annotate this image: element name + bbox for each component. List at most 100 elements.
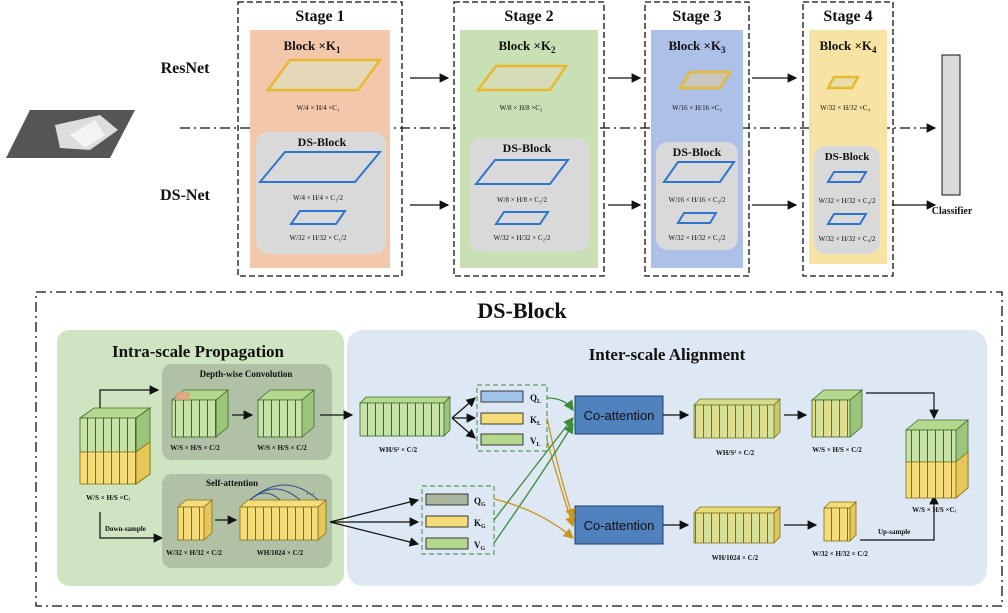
- arrow-ql-to-coattn1: [546, 397, 574, 412]
- stage-2-resnet-feature: [475, 64, 569, 92]
- sa-dim-2: WH/1024 × C/2: [257, 549, 304, 557]
- arrow-vg-to-coattn1: [493, 422, 574, 544]
- stage-1-ds-dim-2: W/32 × H/32 × C₁/2: [289, 234, 347, 242]
- arrow-local-to-ql: [451, 397, 476, 419]
- local-tokens-dim: WH/S² × C/2: [379, 446, 418, 454]
- arrow-cube2-to-final: [860, 494, 939, 541]
- coattn-box-1: [574, 395, 664, 435]
- arrow-input-to-dw: [99, 385, 160, 408]
- dw-cube-2: [256, 389, 316, 438]
- sa-dim-1: W/32 × H/32 × C/2: [166, 549, 222, 557]
- stage-2-ds-dim-2: W/32 × H/32 × C₂/2: [493, 234, 551, 242]
- stage-2-block: Block ×K2: [498, 38, 556, 55]
- arrow-local-to-vl: [451, 417, 476, 439]
- stage-3-title: Stage 3: [672, 8, 721, 25]
- stage-2-ds-feature-1: [473, 159, 570, 185]
- stage-2: Stage 2 Block ×K2 W/8 × H/8 ×C₂ DS-Block…: [453, 1, 605, 277]
- kl-label: KL: [530, 415, 541, 427]
- dw-dim-2: W/S × H/S × C/2: [257, 444, 307, 452]
- stage-4-title: Stage 4: [823, 8, 872, 25]
- stage-4-ds-dim-1: W/32 × H/32 × C₄/2: [818, 197, 876, 205]
- output-cube-2: [823, 501, 857, 542]
- intra-title: Intra-scale Propagation: [112, 342, 285, 361]
- final-cube-dim: W/S × H/S ×Cᵢ: [912, 506, 956, 514]
- arrow-kl-to-coattn2: [546, 417, 576, 520]
- stage-3-dsblock-label: DS-Block: [673, 145, 722, 159]
- ql-token: [480, 390, 524, 403]
- stage-2-ds-feature-2: [494, 211, 550, 225]
- stage-1-title: Stage 1: [295, 8, 344, 25]
- output-cube-2-dim: W/32 × H/32 × C/2: [812, 550, 868, 558]
- classifier-label: Classifier: [932, 206, 973, 217]
- vl-token: [480, 433, 524, 446]
- stage-4-ds-feature-2: [826, 213, 868, 225]
- input-image: [6, 110, 135, 158]
- dw-dim-1: W/S × H/S × C/2: [170, 444, 220, 452]
- kg-token: [425, 515, 469, 528]
- upsample-label: Up-sample: [878, 528, 910, 536]
- stage-4-ds-feature-1: [826, 171, 868, 183]
- stage-3-ds-dim-2: W/32 × H/32 × C₃/2: [668, 234, 726, 242]
- stage-1-resnet-dim: W/4 × H/4 ×C₁: [297, 104, 340, 112]
- vg-token: [425, 537, 469, 550]
- coattn-label-1: Co-attention: [584, 408, 655, 423]
- dw-cube-1: [170, 389, 230, 438]
- output-cube-1-dim: W/S × H/S × C/2: [812, 446, 862, 454]
- selfattn-label: Self-attention: [206, 478, 258, 488]
- final-cube: [904, 419, 970, 499]
- vl-label: VL: [530, 436, 541, 448]
- coattn1-output: [693, 398, 781, 439]
- stage-3: Stage 3 Block ×K3 W/16 × H/16 ×C₃ DS-Blo…: [644, 1, 750, 277]
- arrow-sa-to-qg: [329, 497, 420, 523]
- resnet-label: ResNet: [161, 60, 211, 77]
- coattn2-output-dim: WH/1024 × C/2: [712, 554, 759, 562]
- input-cube: [78, 407, 152, 485]
- inter-title: Inter-scale Alignment: [589, 345, 746, 364]
- qkv-local-group: [476, 384, 548, 452]
- stage-3-block: Block ×K3: [668, 38, 726, 55]
- arrow-input-to-sa: [99, 512, 164, 543]
- stage-2-title: Stage 2: [504, 8, 553, 25]
- output-cube-1: [810, 389, 864, 438]
- stage-1-dsblock-label: DS-Block: [298, 135, 347, 149]
- sa-cube-1: [176, 499, 214, 541]
- stage-4-ds-dim-2: W/32 × H/32 × C₄/2: [818, 235, 876, 243]
- coattn-label-2: Co-attention: [584, 518, 655, 533]
- input-cube-dim: W/S × H/S ×Cᵢ: [86, 494, 130, 502]
- kl-token: [480, 412, 524, 425]
- arrow-qg-to-coattn2: [493, 498, 574, 539]
- stage-1-block: Block ×K1: [283, 38, 341, 55]
- coattn2-output: [693, 506, 781, 544]
- qg-token: [425, 493, 469, 506]
- downsample-label: Down-sample: [105, 525, 146, 533]
- stage-1-resnet-feature: [265, 58, 383, 92]
- stage-3-resnet-feature: [677, 70, 733, 90]
- stage-4-block: Block ×K4: [819, 38, 877, 55]
- svg-text:···: ···: [306, 489, 315, 499]
- stage-1-ds-dim-1: W/4 × H/4 × C₁/2: [293, 194, 344, 202]
- stage-1-ds-feature-1: [257, 151, 383, 183]
- coattn-box-2: [574, 505, 664, 545]
- classifier-bar: [941, 54, 961, 196]
- stage-1-ds-feature-2: [289, 210, 347, 225]
- stage-4-resnet-dim: W/32 × H/32 ×C₄: [820, 104, 870, 112]
- coattn1-output-dim: WH/S² × C/2: [716, 449, 755, 457]
- stage-3-resnet-dim: W/16 × H/16 ×C₃: [672, 104, 722, 112]
- depthwise-label: Depth-wise Convolution: [200, 369, 293, 379]
- qg-label: QG: [474, 496, 486, 508]
- arrow-cube1-to-final: [866, 392, 939, 420]
- dsblock-frame: [35, 291, 1003, 607]
- stage-3-ds-dim-1: W/16 × H/16 × C₃/2: [668, 196, 726, 204]
- vg-label: VG: [474, 540, 486, 552]
- stage-2-resnet-dim: W/8 × H/8 ×C₂: [500, 104, 543, 112]
- stage-3-ds-feature-2: [676, 212, 718, 224]
- kg-label: KG: [474, 518, 486, 530]
- stage-4-dsblock-label: DS-Block: [825, 151, 871, 163]
- local-tokens: [359, 396, 451, 437]
- stage-2-dsblock-label: DS-Block: [503, 141, 552, 155]
- arrow-sa-to-vg: [329, 521, 420, 547]
- stage-4: Stage 4 Block ×K4 W/32 × H/32 ×C₄ DS-Blo…: [802, 1, 894, 277]
- dsnet-label: DS-Net: [160, 187, 210, 204]
- stage-4-resnet-feature: [825, 75, 861, 90]
